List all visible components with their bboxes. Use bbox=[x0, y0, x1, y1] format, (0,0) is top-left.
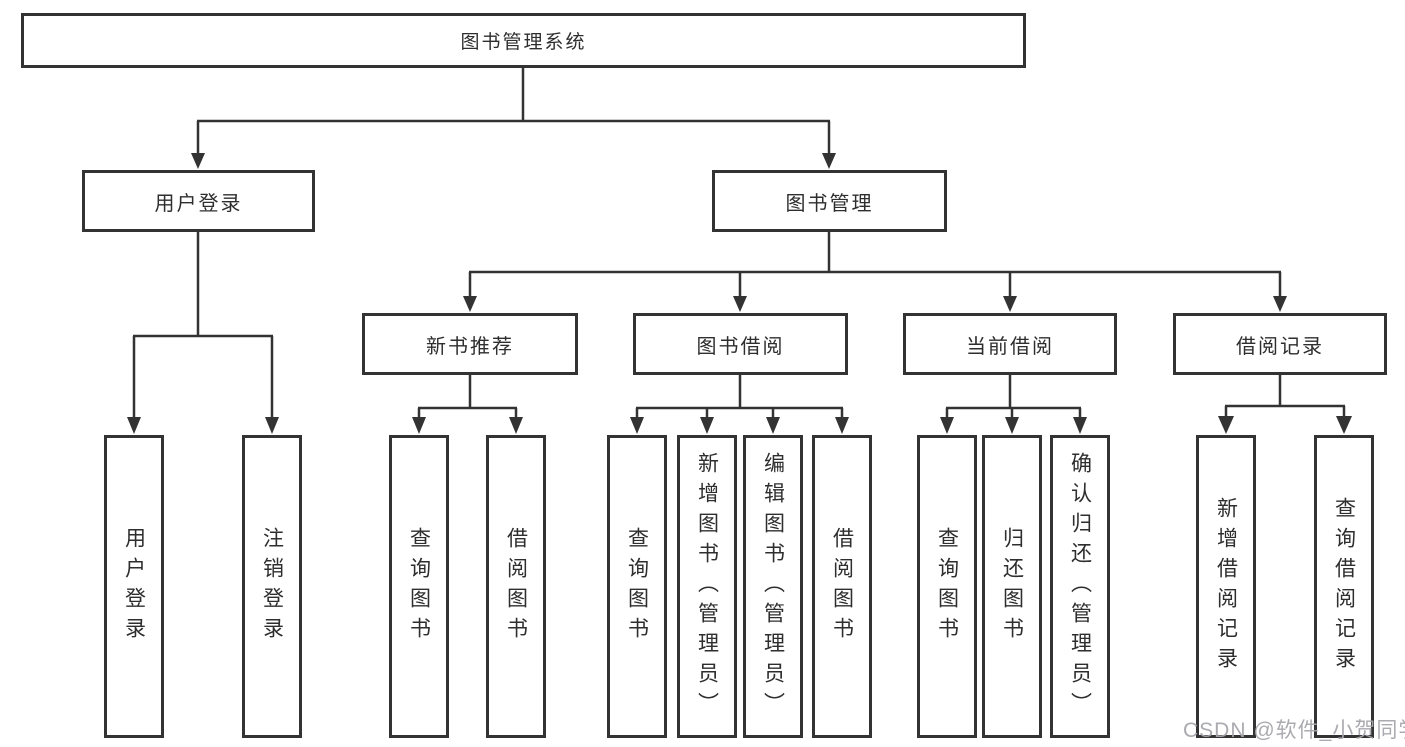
leaf-add-borrow-record: 新增借阅记录 bbox=[1196, 435, 1256, 738]
node-user-login-label: 用户登录 bbox=[154, 192, 243, 215]
node-book-borrow: 图书借阅 bbox=[633, 313, 848, 375]
leaf-query-book-2-label: 查询图书 bbox=[625, 526, 649, 647]
node-root: 图书管理系统 bbox=[21, 13, 1026, 68]
node-borrow-record: 借阅记录 bbox=[1173, 313, 1387, 375]
node-book-borrow-label: 图书借阅 bbox=[696, 335, 785, 358]
node-user-login: 用户登录 bbox=[82, 170, 315, 232]
leaf-query-book-1-label: 查询图书 bbox=[407, 526, 431, 647]
leaf-edit-book-admin-label: 编辑图书（管理员） bbox=[761, 451, 785, 722]
leaf-user-login: 用户登录 bbox=[104, 435, 164, 738]
node-book-management: 图书管理 bbox=[712, 170, 947, 232]
node-root-label: 图书管理系统 bbox=[460, 32, 587, 53]
leaf-query-book-1: 查询图书 bbox=[389, 435, 449, 738]
node-borrow-record-label: 借阅记录 bbox=[1236, 335, 1324, 358]
leaf-confirm-return-admin: 确认归还（管理员） bbox=[1050, 435, 1110, 738]
leaf-confirm-return-admin-label: 确认归还（管理员） bbox=[1068, 451, 1092, 722]
leaf-add-book-admin: 新增图书（管理员） bbox=[677, 435, 737, 738]
node-book-management-label: 图书管理 bbox=[785, 192, 874, 215]
leaf-return-book-label: 归还图书 bbox=[1000, 526, 1024, 647]
leaf-edit-book-admin: 编辑图书（管理员） bbox=[743, 435, 803, 738]
leaf-add-book-admin-label: 新增图书（管理员） bbox=[695, 451, 719, 722]
leaf-logout: 注销登录 bbox=[242, 435, 302, 738]
leaf-query-borrow-record-label: 查询借阅记录 bbox=[1332, 496, 1356, 677]
leaf-borrow-book-1: 借阅图书 bbox=[486, 435, 546, 738]
leaf-query-book-2: 查询图书 bbox=[607, 435, 667, 738]
node-current-borrow: 当前借阅 bbox=[903, 313, 1117, 375]
leaf-borrow-book-1-label: 借阅图书 bbox=[504, 526, 528, 647]
node-new-book-recommend: 新书推荐 bbox=[362, 313, 578, 375]
leaf-borrow-book-2-label: 借阅图书 bbox=[830, 526, 854, 647]
leaf-query-borrow-record: 查询借阅记录 bbox=[1314, 435, 1374, 738]
node-current-borrow-label: 当前借阅 bbox=[966, 335, 1054, 358]
node-new-book-recommend-label: 新书推荐 bbox=[426, 335, 514, 358]
leaf-add-borrow-record-label: 新增借阅记录 bbox=[1214, 496, 1238, 677]
watermark: CSDN @软件_小贺同学 bbox=[1183, 719, 1405, 742]
leaf-logout-label: 注销登录 bbox=[260, 526, 284, 647]
leaf-return-book: 归还图书 bbox=[982, 435, 1042, 738]
leaf-query-book-3-label: 查询图书 bbox=[935, 526, 959, 647]
leaf-user-login-label: 用户登录 bbox=[122, 526, 146, 647]
leaf-query-book-3: 查询图书 bbox=[917, 435, 977, 738]
leaf-borrow-book-2: 借阅图书 bbox=[812, 435, 872, 738]
